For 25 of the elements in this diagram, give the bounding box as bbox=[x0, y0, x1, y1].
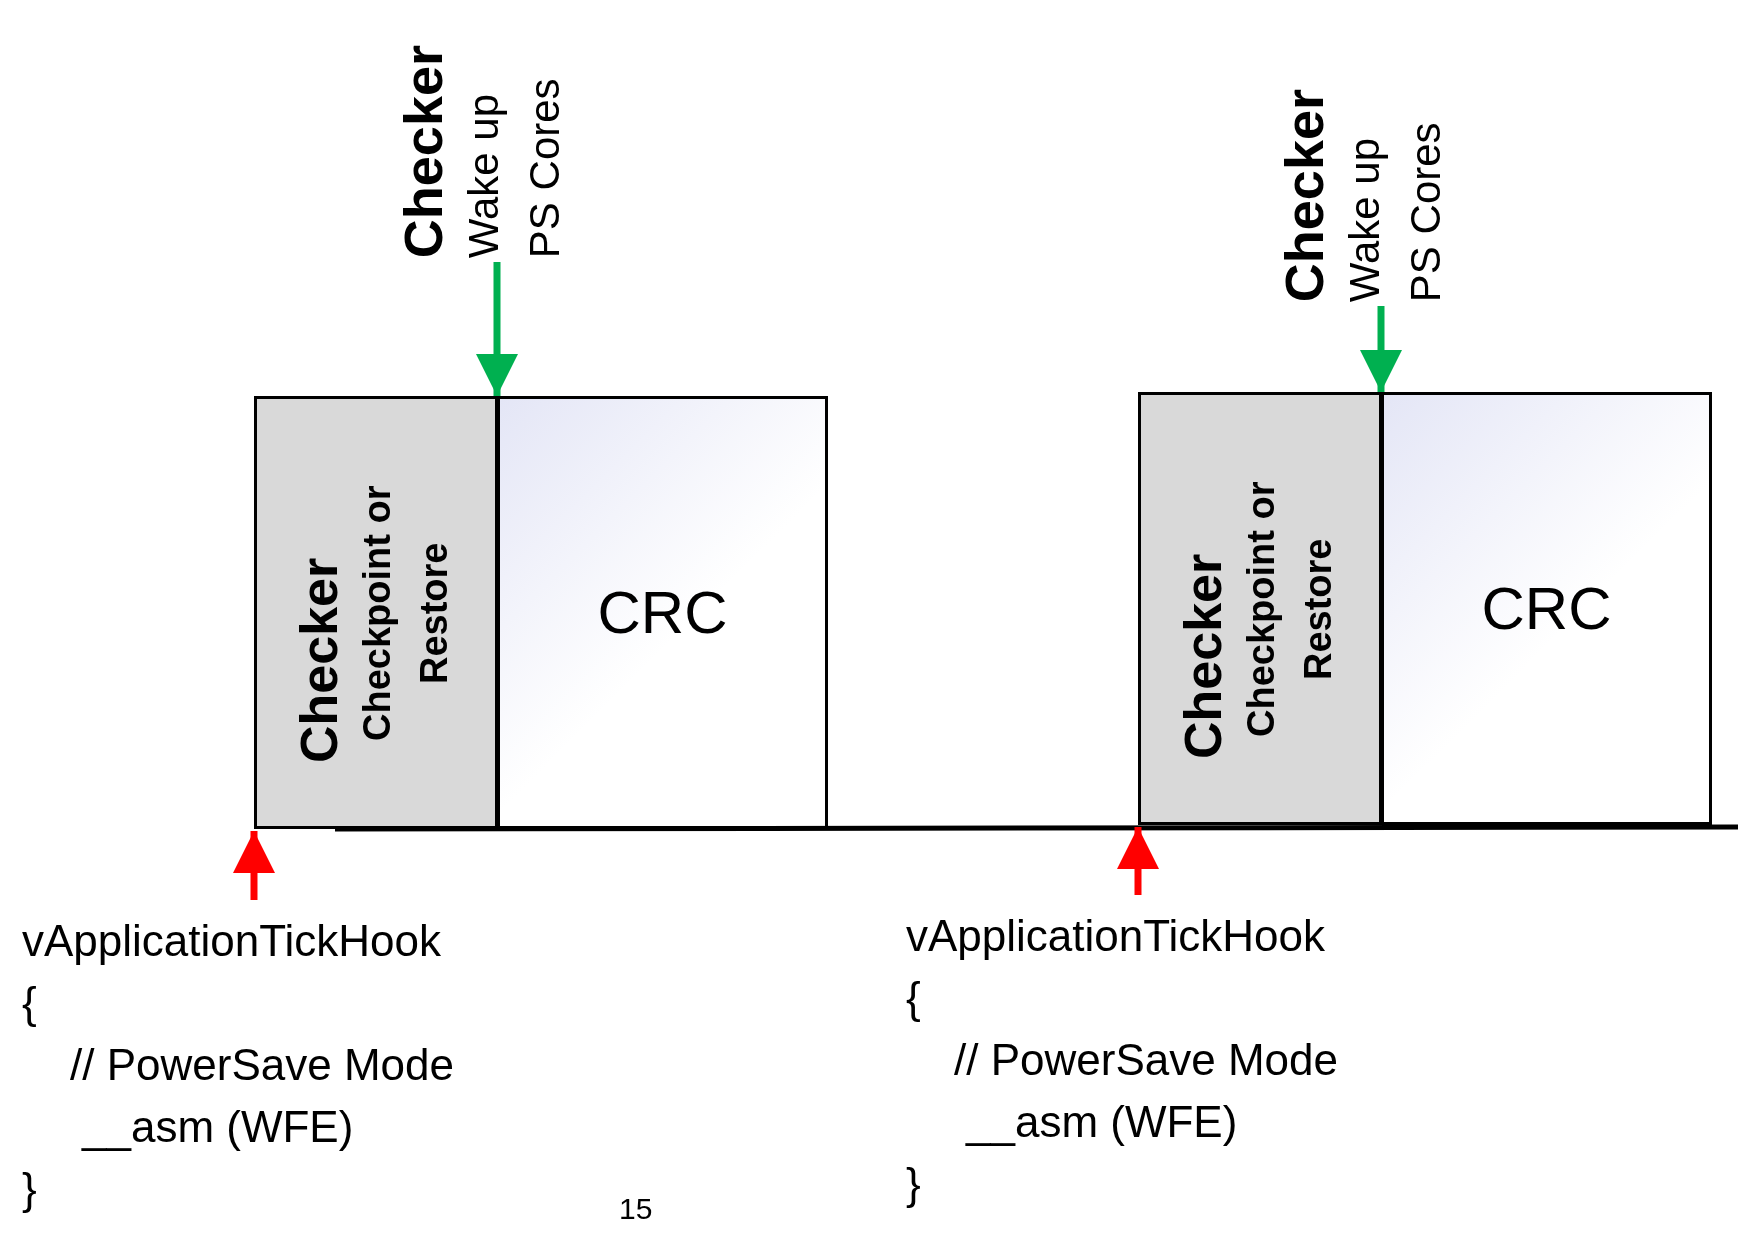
checker-title: Checker bbox=[392, 44, 454, 258]
page-number: 15 bbox=[619, 1192, 653, 1226]
crc-text: CRC bbox=[597, 578, 728, 647]
code-brace: } bbox=[22, 1163, 37, 1215]
checkpoint-restore-text: Checkpoint or Restore bbox=[1239, 479, 1340, 739]
function-name: vApplicationTickHook bbox=[22, 915, 441, 967]
code-line: // PowerSave Mode bbox=[954, 1034, 1338, 1086]
crc-text: CRC bbox=[1481, 574, 1612, 643]
checker-title: Checker bbox=[1173, 552, 1233, 759]
code-brace: { bbox=[906, 972, 921, 1024]
checker-title: Checker bbox=[1273, 88, 1335, 302]
checker-block bbox=[254, 396, 498, 829]
checkpoint-restore-text: Checkpoint or Restore bbox=[355, 483, 456, 743]
checker-block bbox=[1138, 392, 1382, 825]
wake-up-text: Wake up PS Cores bbox=[1340, 121, 1450, 302]
code-line: // PowerSave Mode bbox=[70, 1039, 454, 1091]
checker-title: Checker bbox=[289, 556, 349, 763]
wake-up-text: Wake up PS Cores bbox=[459, 77, 569, 258]
code-line: __asm (WFE) bbox=[82, 1101, 354, 1153]
code-brace: } bbox=[906, 1158, 921, 1210]
code-line: __asm (WFE) bbox=[966, 1096, 1238, 1148]
code-brace: { bbox=[22, 977, 37, 1029]
function-name: vApplicationTickHook bbox=[906, 910, 1325, 962]
crc-block bbox=[1381, 392, 1712, 825]
crc-block bbox=[497, 396, 828, 829]
